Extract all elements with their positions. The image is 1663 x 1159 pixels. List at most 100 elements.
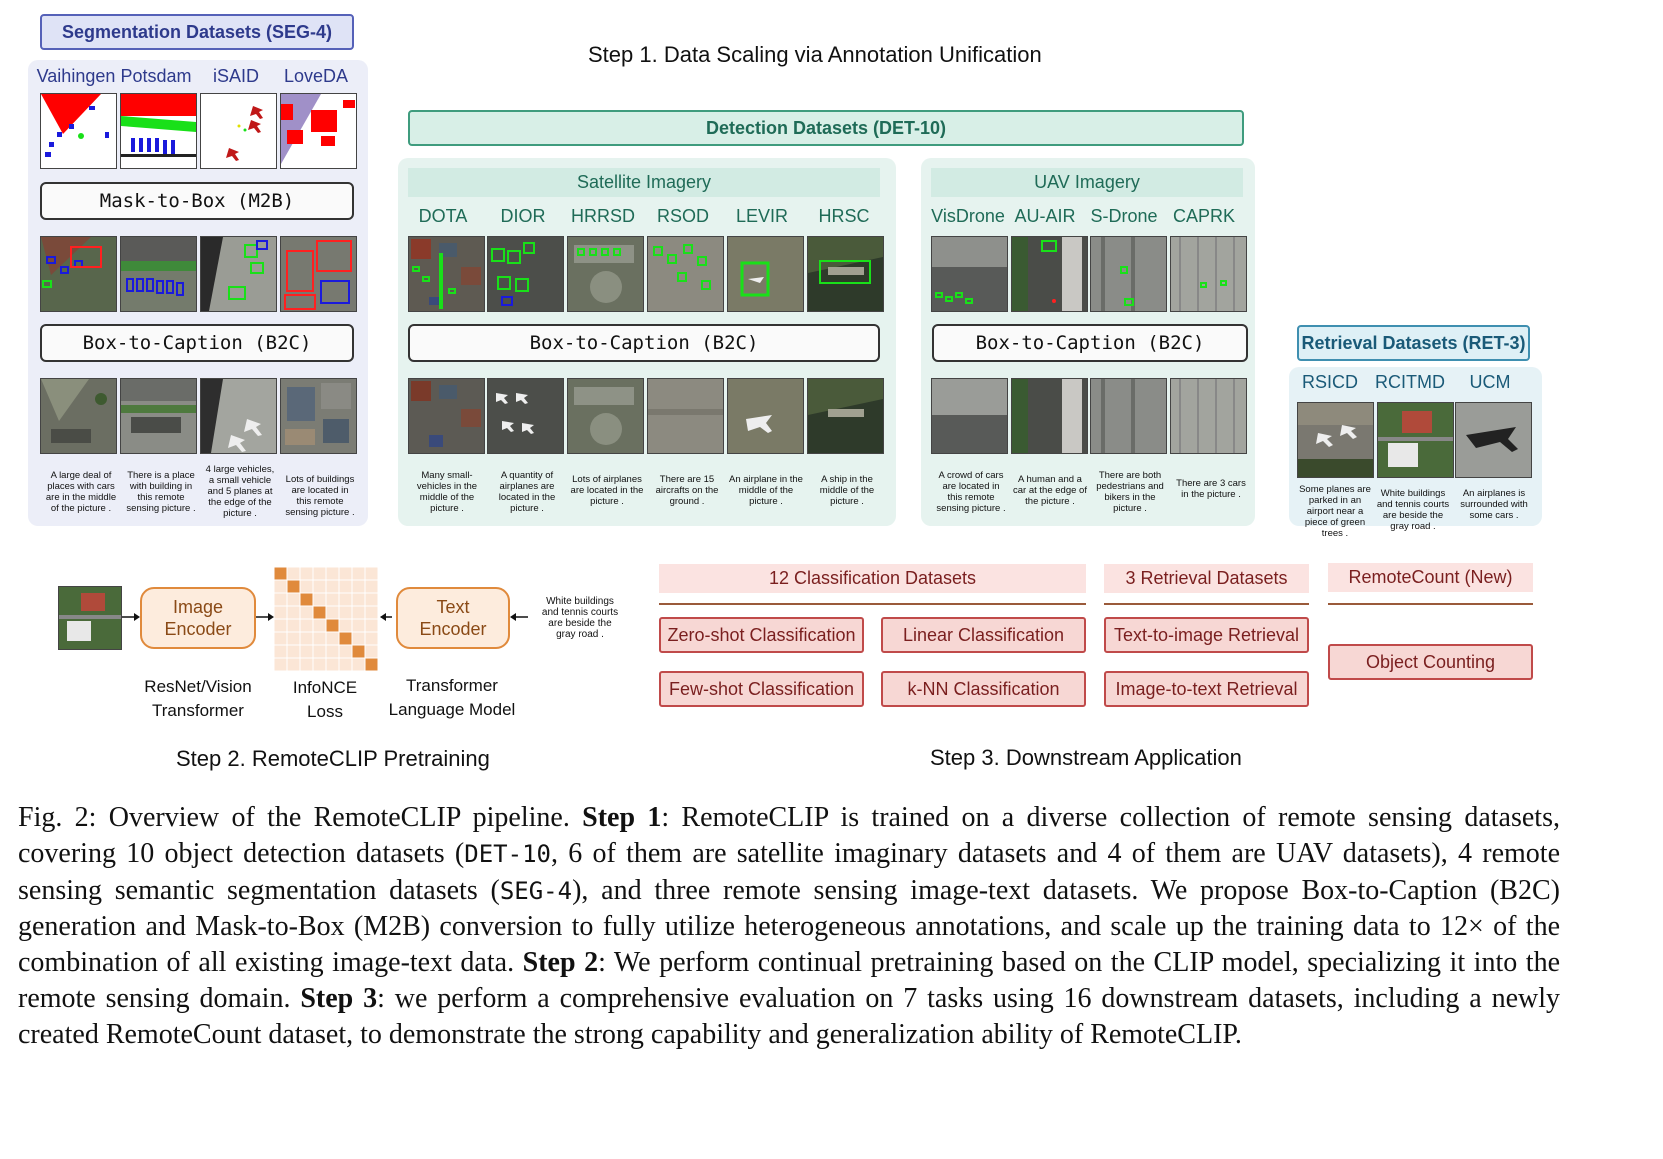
object-counting-task: Object Counting bbox=[1328, 644, 1533, 680]
uav-caption: A crowd of cars are located in this remo… bbox=[936, 470, 1006, 514]
caption-step1-text-a: : RemoteCLIP is trained on a diverse col… bbox=[18, 802, 1560, 869]
sat-caption-image bbox=[487, 378, 564, 454]
uav-caption: There are both pedestrians and bikers in… bbox=[1096, 470, 1164, 514]
infonce-loss-label: InfoNCE Loss bbox=[292, 678, 358, 721]
seg-caption: There is a place with building in this r… bbox=[126, 470, 196, 514]
sat-caption-image bbox=[807, 378, 884, 454]
uav-imagery-label: UAV Imagery bbox=[931, 168, 1243, 197]
ret-dataset-name: UCM bbox=[1469, 372, 1511, 392]
seg-dataset-name: iSAID bbox=[212, 66, 259, 86]
image-encoder-box: Image Encoder bbox=[140, 587, 256, 649]
uav-detection-image bbox=[1011, 236, 1088, 312]
sat-dataset-name: DIOR bbox=[500, 206, 546, 226]
classification-group-header: 12 Classification Datasets bbox=[659, 564, 1086, 593]
caption-det10-code: DET-10 bbox=[464, 839, 551, 868]
sat-detection-image bbox=[567, 236, 644, 312]
sat-caption: A quantity of airplanes are located in t… bbox=[498, 470, 556, 514]
caption-step2-label: Step 2 bbox=[522, 947, 599, 979]
uav-b2c-box: Box-to-Caption (B2C) bbox=[932, 324, 1248, 362]
uav-caption: A human and a car at the edge of the pic… bbox=[1013, 474, 1087, 507]
sat-dataset-name: DOTA bbox=[418, 206, 468, 226]
ret-dataset-name: RCITMD bbox=[1375, 372, 1445, 392]
sat-dataset-name: HRSC bbox=[818, 206, 870, 226]
seg-caption-image bbox=[200, 378, 277, 454]
few-shot-classification-task: Few-shot Classification bbox=[659, 671, 864, 707]
sat-caption-image bbox=[647, 378, 724, 454]
ret-image bbox=[1377, 402, 1454, 478]
seg-box-image bbox=[280, 236, 357, 312]
uav-dataset-name: AU-AIR bbox=[1014, 206, 1076, 226]
retrieval-underline bbox=[1104, 603, 1309, 605]
caption-step1-text-c: ), and three remote sensing image-text d… bbox=[18, 874, 1560, 979]
sat-b2c-box: Box-to-Caption (B2C) bbox=[408, 324, 880, 362]
caption-step2-text: : We perform continual pretraining based… bbox=[18, 947, 1560, 1014]
step3-title: Step 3. Downstream Application bbox=[930, 745, 1242, 770]
knn-classification-task: k-NN Classification bbox=[881, 671, 1086, 707]
pretrain-input-image bbox=[58, 586, 122, 650]
ret-image bbox=[1455, 402, 1532, 478]
seg-mask-loveda bbox=[280, 93, 357, 169]
uav-dataset-name: S-Drone bbox=[1090, 206, 1158, 226]
m2b-box: Mask-to-Box (M2B) bbox=[40, 182, 354, 220]
sat-caption: There are 15 aircrafts on the ground . bbox=[655, 474, 719, 507]
seg-caption-image bbox=[40, 378, 117, 454]
uav-dataset-name: VisDrone bbox=[931, 206, 1005, 226]
sat-caption: An airplane in the middle of the picture… bbox=[729, 474, 803, 507]
step2-title: Step 2. RemoteCLIP Pretraining bbox=[176, 746, 490, 771]
remotecount-group-header: RemoteCount (New) bbox=[1328, 563, 1533, 592]
seg-caption-image bbox=[280, 378, 357, 454]
seg-mask-potsdam bbox=[120, 93, 197, 169]
text-encoder-label: Transformer Language Model bbox=[388, 676, 516, 719]
sat-caption-image bbox=[727, 378, 804, 454]
sat-caption-image bbox=[567, 378, 644, 454]
seg-dataset-name: Potsdam bbox=[120, 66, 192, 86]
seg-caption-image bbox=[120, 378, 197, 454]
image-encoder-label: ResNet/Vision Transformer bbox=[144, 677, 252, 720]
seg-caption: A large deal of places with cars are in … bbox=[45, 470, 117, 514]
pretrain-arrows bbox=[122, 613, 528, 621]
sat-detection-image bbox=[647, 236, 724, 312]
seg-datasets-header: Segmentation Datasets (SEG-4) bbox=[40, 14, 354, 50]
caption-step3-text: : we perform a comprehensive evaluation … bbox=[18, 982, 1560, 1050]
uav-detection-image bbox=[1170, 236, 1247, 312]
linear-classification-task: Linear Classification bbox=[881, 617, 1086, 653]
ret-caption: An airplanes is surrounded with some car… bbox=[1460, 488, 1528, 521]
classification-underline bbox=[659, 603, 1086, 605]
sat-caption: A ship in the middle of the picture . bbox=[819, 474, 875, 507]
seg-caption: Lots of buildings are located in this re… bbox=[285, 474, 355, 518]
seg-dataset-name: Vaihingen bbox=[36, 66, 116, 86]
ret-caption: White buildings and tennis courts are be… bbox=[1376, 488, 1450, 532]
ret-datasets-header: Retrieval Datasets (RET-3) bbox=[1297, 325, 1530, 361]
sat-detection-image bbox=[807, 236, 884, 312]
image-to-text-retrieval-task: Image-to-text Retrieval bbox=[1104, 671, 1309, 707]
uav-caption-image bbox=[1011, 378, 1088, 454]
seg-box-image bbox=[40, 236, 117, 312]
det-datasets-header: Detection Datasets (DET-10) bbox=[408, 110, 1244, 146]
caption-seg4-code: SEG-4 bbox=[499, 876, 573, 905]
uav-caption-image bbox=[931, 378, 1008, 454]
caption-step1-text-b: , 6 of them are satellite imaginary data… bbox=[18, 837, 1561, 906]
text-encoder-box: Text Encoder bbox=[396, 587, 510, 649]
sat-detection-image bbox=[408, 236, 485, 312]
satellite-imagery-label: Satellite Imagery bbox=[408, 168, 880, 197]
figure-caption: Fig. 2: Overview of the RemoteCLIP pipel… bbox=[18, 800, 1560, 1053]
uav-caption: There are 3 cars in the picture . bbox=[1176, 478, 1246, 500]
seg-b2c-box: Box-to-Caption (B2C) bbox=[40, 324, 354, 362]
sat-caption-image bbox=[408, 378, 485, 454]
seg-mask-isaid bbox=[200, 93, 277, 169]
seg-dataset-name: LoveDA bbox=[283, 66, 349, 86]
seg-caption: 4 large vehicles, a small vehicle and 5 … bbox=[205, 464, 275, 519]
seg-mask-vaihingen bbox=[40, 93, 117, 169]
sat-dataset-name: HRRSD bbox=[570, 206, 635, 226]
seg-box-image bbox=[120, 236, 197, 312]
infonce-matrix-icon bbox=[274, 567, 378, 671]
uav-detection-image bbox=[1090, 236, 1167, 312]
caption-step3-label: Step 3 bbox=[300, 982, 378, 1014]
pretrain-input-text: White buildings and tennis courts are be… bbox=[541, 596, 619, 640]
uav-detection-image bbox=[931, 236, 1008, 312]
uav-caption-image bbox=[1170, 378, 1247, 454]
sat-dataset-name: LEVIR bbox=[735, 206, 789, 226]
sat-detection-image bbox=[727, 236, 804, 312]
text-to-image-retrieval-task: Text-to-image Retrieval bbox=[1104, 617, 1309, 653]
step1-title: Step 1. Data Scaling via Annotation Unif… bbox=[588, 42, 1042, 67]
